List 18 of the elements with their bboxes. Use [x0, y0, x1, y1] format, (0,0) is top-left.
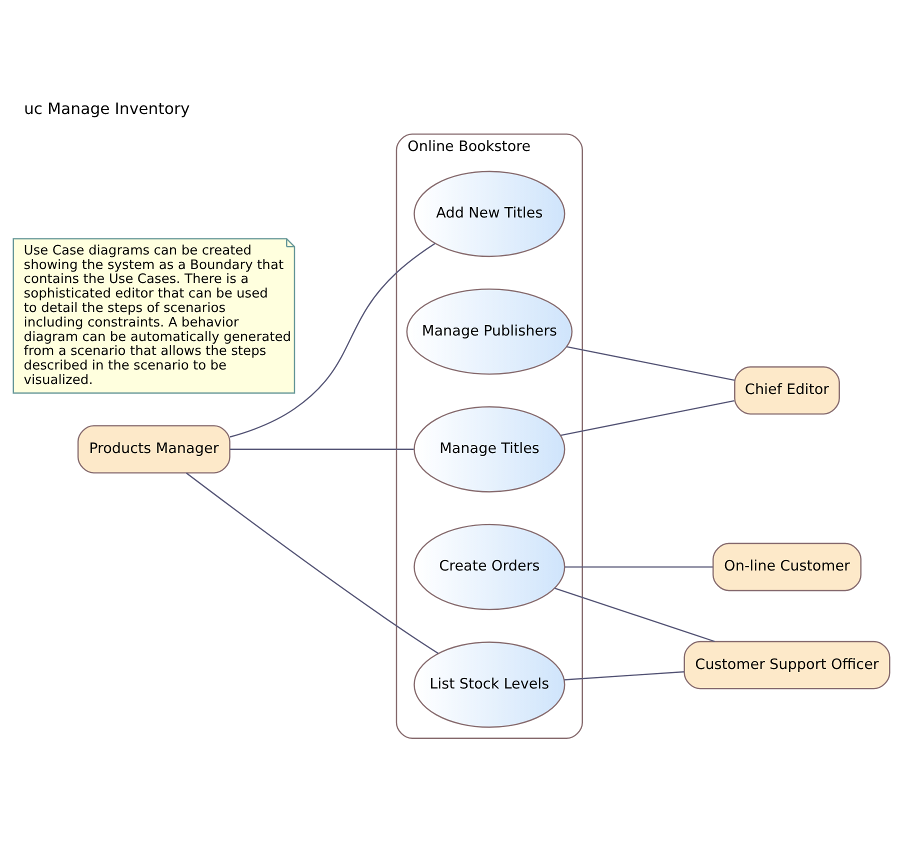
connector	[560, 400, 734, 436]
connector	[230, 448, 414, 450]
node-ellipse: List Stock Levels	[414, 642, 566, 728]
node-ellipse: Manage Titles	[414, 406, 566, 492]
node-box: Customer Support Officer	[684, 640, 890, 690]
connector	[186, 472, 439, 654]
node-box: Chief Editor	[734, 366, 840, 415]
diagram-title: uc Manage Inventory	[24, 99, 190, 118]
connector	[554, 588, 715, 642]
connector	[564, 671, 684, 680]
node-box: Products Manager	[77, 425, 230, 474]
connector	[566, 346, 735, 381]
node-ellipse: Create Orders	[414, 524, 566, 610]
node-box: On-line Customer	[712, 542, 862, 592]
connector	[230, 243, 436, 438]
connector	[564, 566, 713, 568]
node-ellipse: Add New Titles	[414, 170, 566, 258]
node-ellipse: Manage Publishers	[406, 288, 573, 375]
